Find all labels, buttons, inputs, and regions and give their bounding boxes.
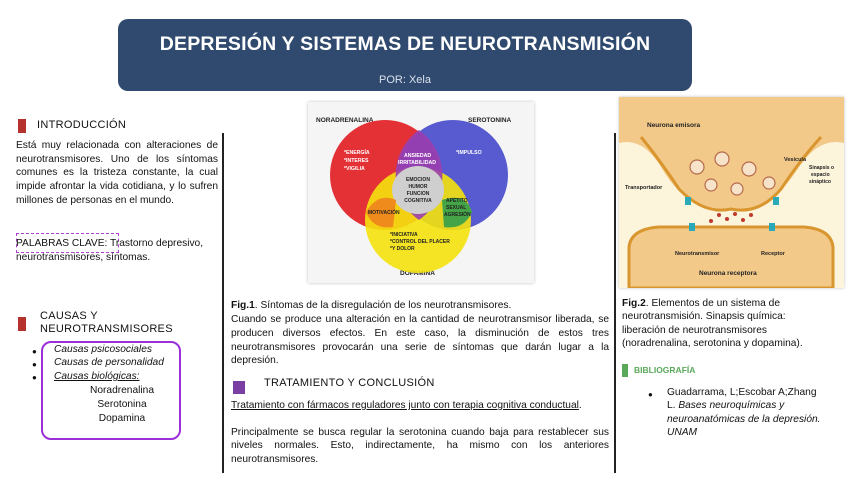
- column-divider-left: [222, 133, 224, 473]
- intro-heading-marker: [18, 119, 26, 133]
- by-overlap-text: SEXUAL: [446, 205, 466, 211]
- venn-diagram: NORADRENALINA SEROTONINA DOPAMINA *ENERG…: [308, 102, 534, 283]
- vesicle: [689, 159, 705, 175]
- dopamina-circle: [365, 167, 471, 273]
- center-text: COGNITIVA: [404, 198, 432, 204]
- ry-overlap-text: MOTIVACIÓN: [368, 208, 400, 216]
- treatment-period: .: [578, 400, 582, 411]
- yellow-item: *CONTROL DEL PLACER: [390, 239, 450, 245]
- red-item: *INTERES: [344, 158, 369, 164]
- fig2-label: Fig.2: [622, 298, 646, 309]
- treatment-underlined: Tratamiento con fármacos reguladores jun…: [231, 400, 579, 411]
- fig1-caption-text: . Síntomas de la disregulación de los ne…: [254, 300, 512, 311]
- causes-heading-line2: NEUROTRANSMISORES: [40, 323, 173, 335]
- treatment-heading-marker: [233, 381, 245, 394]
- label-transportador: Transportador: [625, 185, 663, 191]
- yellow-item: *Y DOLOR: [390, 246, 415, 252]
- treatment-heading: TRATAMIENTO Y CONCLUSIÓN: [264, 377, 435, 389]
- neurotransmitter-item: Serotonina: [97, 399, 147, 410]
- fig2-caption: Fig.2. Elementos de un sistema de neurot…: [622, 297, 832, 350]
- label-neurotransmisor: Neurotransmisor: [675, 251, 720, 257]
- page-title: DEPRESIÓN Y SISTEMAS DE NEUROTRANSMISIÓN: [159, 33, 651, 55]
- fig1-caption: Fig.1. Síntomas de la disregulación de l…: [231, 299, 609, 313]
- causes-heading-line1: CAUSAS Y: [40, 310, 98, 322]
- center-text: EMOCION: [406, 177, 430, 183]
- bullet-dot: ●: [32, 347, 37, 356]
- causes-heading-marker: [18, 317, 26, 331]
- label-sinapsis: espacio: [811, 172, 830, 178]
- author-line: POR: Xela: [379, 74, 431, 86]
- rb-overlap-text: IRRITABILIDAD: [398, 160, 436, 166]
- keywords-paragraph: PALABRAS CLAVE: Trastorno depresivo, neu…: [16, 237, 216, 264]
- center-text: FUNCION: [407, 191, 430, 197]
- synapse-figure: Neurona emisora Vesícula Sinapsis o espa…: [619, 97, 844, 290]
- red-item: *ENERGÍA: [344, 148, 370, 156]
- by-overlap-text: APETITO: [446, 198, 468, 204]
- causes-list-box: [41, 341, 181, 440]
- intro-heading: INTRODUCCIÓN: [37, 119, 127, 131]
- label-receptor: Receptor: [761, 251, 786, 257]
- by-overlap-text: AGRESIÓN: [444, 210, 471, 218]
- yellow-item: *INICIATIVA: [390, 232, 418, 238]
- emisora-membrane: [639, 135, 823, 212]
- label-neurona-emisora: Neurona emisora: [647, 122, 700, 129]
- vesicle: [741, 161, 757, 177]
- vesicle: [730, 182, 744, 196]
- neurotransmitter-item: Dopamina: [98, 413, 146, 424]
- bibliography-title: Bases neuroquímicas y neuroanatómicas de…: [667, 400, 821, 438]
- fig1-label: Fig.1: [231, 300, 255, 311]
- overlap-red-yellow: [366, 197, 396, 228]
- transporter-shape: [685, 197, 691, 205]
- label-dopamina: DOPAMINA: [400, 270, 435, 277]
- title-banner: DEPRESIÓN Y SISTEMAS DE NEUROTRANSMISIÓN…: [118, 19, 692, 91]
- keywords-label: PALABRAS CLAVE:: [16, 238, 108, 249]
- bibliography-heading: BIBLIOGRAFÍA: [634, 365, 696, 375]
- treatment-paragraph: Tratamiento con fármacos reguladores jun…: [231, 399, 609, 412]
- vesicle: [714, 151, 730, 167]
- treatment-text: Principalmente se busca regular la serot…: [231, 427, 609, 465]
- column-divider-right: [614, 133, 616, 473]
- cause-item: Causas de personalidad: [54, 357, 164, 368]
- fig2-caption-text: . Elementos de un sistema de neurotransm…: [622, 298, 803, 349]
- label-vesicula: Vesícula: [784, 157, 807, 163]
- vesicle: [762, 176, 776, 190]
- bibliography-authors: Guadarrama, L;Escobar A;Zhang L.: [667, 387, 817, 412]
- synapse-diagram: Neurona emisora Vesícula Sinapsis o espa…: [619, 97, 844, 290]
- receptor-shape: [769, 223, 775, 231]
- label-sinapsis: sináptico: [809, 179, 831, 185]
- label-neurona-receptora: Neurona receptora: [699, 270, 757, 277]
- fig1-text: Cuando se produce una alteración en la c…: [231, 314, 609, 367]
- bullet-dot: ●: [32, 373, 37, 382]
- vesicle: [704, 178, 718, 192]
- rb-overlap-text: ANSIEDAD: [404, 153, 431, 159]
- venn-figure: NORADRENALINA SEROTONINA DOPAMINA *ENERG…: [308, 102, 534, 283]
- neurotransmitter-item: Noradrenalina: [90, 385, 154, 396]
- bullet-dot: ●: [648, 390, 653, 399]
- receptor-shape: [689, 223, 695, 231]
- overlap-blue-yellow: [442, 197, 472, 228]
- red-item: *VIGILIA: [344, 166, 365, 172]
- keywords-highlight-box: [16, 233, 119, 253]
- receptora-neuron: [627, 225, 835, 290]
- center-overlap: [392, 166, 444, 214]
- cause-item: Causas psicosociales: [54, 344, 152, 355]
- bullet-dot: ●: [32, 360, 37, 369]
- label-serotonina: SEROTONINA: [468, 117, 512, 124]
- causes-heading: CAUSAS Y NEUROTRANSMISORES: [40, 310, 173, 336]
- bibliography-heading-marker: [622, 364, 628, 377]
- keywords-text: Trastorno depresivo, neurotransmisores, …: [16, 238, 204, 263]
- center-text: HUMOR: [409, 184, 428, 190]
- intro-text: Está muy relacionada con alteraciones de…: [16, 140, 218, 206]
- blue-item: *IMPULSO: [456, 150, 482, 156]
- label-noradrenalina: NORADRENALINA: [316, 117, 374, 124]
- label-sinapsis: Sinapsis o: [809, 165, 834, 171]
- bibliography-entry: Guadarrama, L;Escobar A;Zhang L. Bases n…: [667, 386, 827, 439]
- cause-item: Causas biológicas:: [54, 371, 140, 382]
- transporter-shape: [773, 197, 779, 205]
